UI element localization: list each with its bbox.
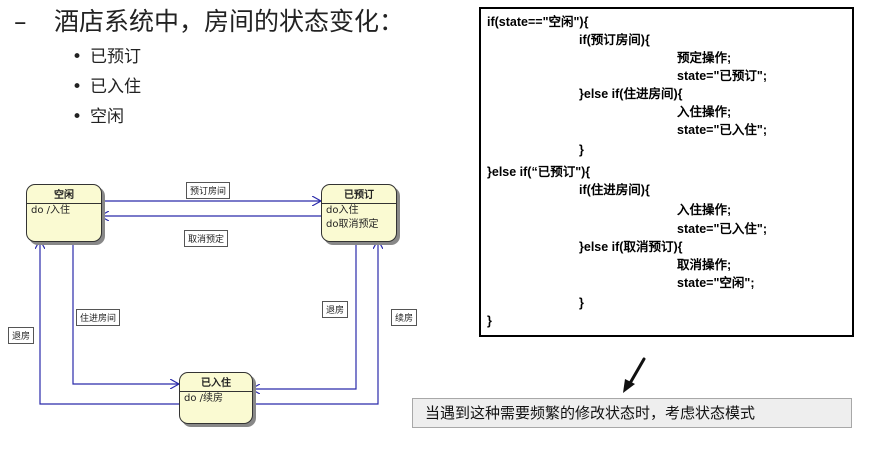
state-action: do /入住 bbox=[31, 205, 71, 216]
sub-bullet-item: • 空闲 bbox=[72, 102, 404, 132]
code-line: state="已入住"; bbox=[677, 222, 767, 236]
code-line: if(预订房间){ bbox=[579, 33, 650, 47]
bullet-dot-icon: • bbox=[72, 77, 83, 97]
state-title: 已预订 bbox=[322, 185, 396, 204]
state-idle: 空闲 do /入住 bbox=[26, 184, 102, 242]
bullet-main: –酒店系统中，房间的状态变化： bbox=[14, 4, 404, 40]
diagram-edges bbox=[0, 170, 430, 405]
edge-label: 续房 bbox=[391, 309, 418, 326]
edge-label: 退房 bbox=[8, 327, 35, 344]
state-title: 空闲 bbox=[27, 185, 101, 204]
code-line: 入住操作; bbox=[677, 105, 732, 119]
code-line: } bbox=[579, 143, 584, 157]
state-action: do取消预定 bbox=[326, 219, 379, 230]
sub-bullet-list: • 已预订 • 已入住 • 空闲 bbox=[72, 42, 404, 132]
code-line: state="已入住"; bbox=[677, 123, 767, 137]
code-line: state="已预订"; bbox=[677, 69, 767, 83]
code-line: if(state=="空闲"){ bbox=[487, 15, 589, 29]
edge-label: 退房 bbox=[322, 301, 349, 318]
edge-checkout bbox=[40, 240, 179, 405]
state-diagram: 空闲 do /入住 已预订 do入住 do取消预定 已入住 do /续房 预订房… bbox=[0, 170, 430, 440]
arrow-pointer-icon bbox=[623, 357, 646, 393]
note-callout: 当遇到这种需要频繁的修改状态时，考虑状态模式 bbox=[412, 398, 852, 428]
sub-bullet-text: 已入住 bbox=[90, 77, 141, 97]
dash-icon: – bbox=[14, 7, 27, 36]
bullet-dot-icon: • bbox=[72, 107, 83, 127]
bullet-dot-icon: • bbox=[72, 47, 83, 67]
code-line: } bbox=[579, 296, 584, 310]
code-line: 入住操作; bbox=[677, 203, 732, 217]
edge-renew bbox=[251, 240, 378, 405]
code-line: if(住进房间){ bbox=[579, 183, 650, 197]
code-line: 取消操作; bbox=[677, 258, 732, 272]
edge-label: 取消预定 bbox=[184, 230, 229, 247]
code-box: if(state=="空闲"){ if(预订房间){ 预定操作; state="… bbox=[479, 7, 854, 337]
bullet-main-text: 酒店系统中，房间的状态变化： bbox=[54, 7, 405, 36]
sub-bullet-text: 已预订 bbox=[90, 47, 141, 67]
edge-checkin-from-booked bbox=[251, 240, 357, 389]
code-line: } bbox=[487, 314, 492, 328]
state-checkedin: 已入住 do /续房 bbox=[179, 372, 253, 424]
bullet-section: –酒店系统中，房间的状态变化： • 已预订 • 已入住 • 空闲 bbox=[14, 4, 404, 132]
state-action: do /续房 bbox=[184, 393, 224, 404]
sub-bullet-item: • 已入住 bbox=[72, 72, 404, 102]
state-title: 已入住 bbox=[180, 373, 252, 392]
code-line: }else if(取消预订){ bbox=[579, 240, 683, 254]
code-line: state="空闲"; bbox=[677, 276, 755, 290]
sub-bullet-text: 空闲 bbox=[90, 107, 124, 127]
edge-label: 住进房间 bbox=[76, 309, 121, 326]
state-action: do入住 bbox=[326, 205, 359, 216]
code-line: }else if(住进房间){ bbox=[579, 87, 683, 101]
edge-checkin-from-idle bbox=[72, 240, 179, 384]
state-booked: 已预订 do入住 do取消预定 bbox=[321, 184, 397, 242]
code-line: }else if(“已预订"){ bbox=[487, 165, 591, 179]
sub-bullet-item: • 已预订 bbox=[72, 42, 404, 72]
edge-label: 预订房间 bbox=[186, 182, 231, 199]
code-line: 预定操作; bbox=[677, 51, 732, 65]
